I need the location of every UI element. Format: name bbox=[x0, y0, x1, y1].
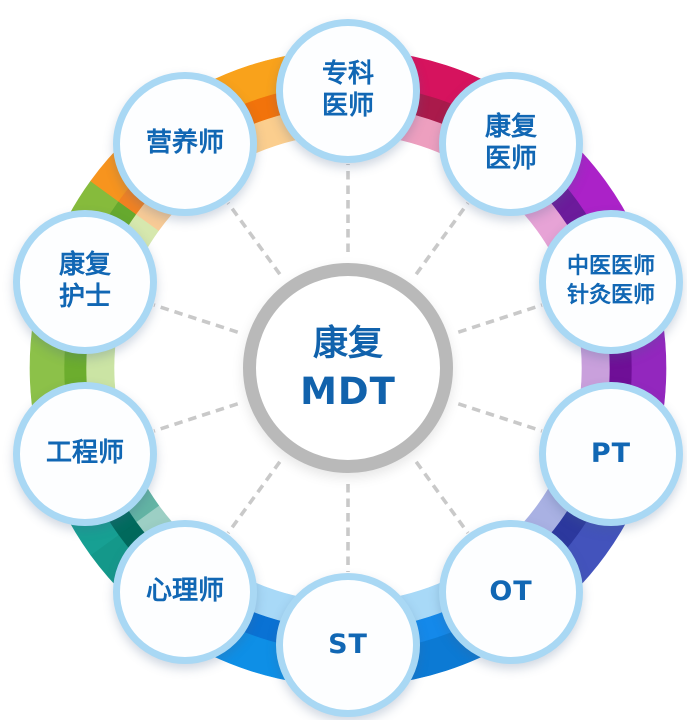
member-label: 护士 bbox=[58, 282, 111, 312]
member-circle-occupational-therapist: OT bbox=[439, 520, 583, 664]
member-label: 康复 bbox=[58, 250, 111, 281]
center-title-mdt: MDT bbox=[300, 369, 396, 413]
connector-line bbox=[153, 402, 239, 433]
member-label: OT bbox=[489, 575, 533, 607]
member-label: 医师 bbox=[484, 144, 537, 174]
member-label: ST bbox=[328, 628, 368, 660]
member-label: 心理师 bbox=[145, 576, 224, 607]
member-label: 营养师 bbox=[145, 128, 224, 159]
member-circle-specialist-physician: 专科医师 bbox=[276, 19, 420, 163]
member-circle-speech-therapist: ST bbox=[276, 573, 420, 717]
connector-line bbox=[457, 303, 543, 334]
member-label: 针灸医师 bbox=[566, 283, 655, 308]
member-label: 医师 bbox=[321, 91, 374, 121]
connector-line bbox=[153, 303, 239, 334]
center-circle: 康复 MDT bbox=[243, 263, 453, 473]
center-title-cn: 康复 bbox=[312, 324, 383, 365]
connector-line bbox=[226, 460, 282, 535]
connector-line bbox=[414, 460, 470, 535]
member-circle-engineer: 工程师 bbox=[13, 382, 157, 526]
member-circle-psychologist: 心理师 bbox=[113, 520, 257, 664]
connector-line bbox=[226, 201, 282, 276]
member-label: 工程师 bbox=[45, 438, 124, 469]
member-circle-tcm-acupuncture-physician: 中医医师针灸医师 bbox=[539, 210, 683, 354]
connector-line bbox=[457, 402, 543, 433]
connector-line bbox=[414, 201, 470, 276]
member-circle-rehab-physician: 康复医师 bbox=[439, 72, 583, 216]
member-label: 康复 bbox=[484, 112, 537, 143]
dashed-connectors bbox=[153, 164, 543, 572]
member-circle-physical-therapist: PT bbox=[539, 382, 683, 526]
member-circle-rehab-nurse: 康复护士 bbox=[13, 210, 157, 354]
member-label: 中医医师 bbox=[566, 254, 655, 280]
member-label: 专科 bbox=[321, 59, 374, 90]
member-circle-dietitian: 营养师 bbox=[113, 72, 257, 216]
member-label: PT bbox=[590, 437, 632, 469]
